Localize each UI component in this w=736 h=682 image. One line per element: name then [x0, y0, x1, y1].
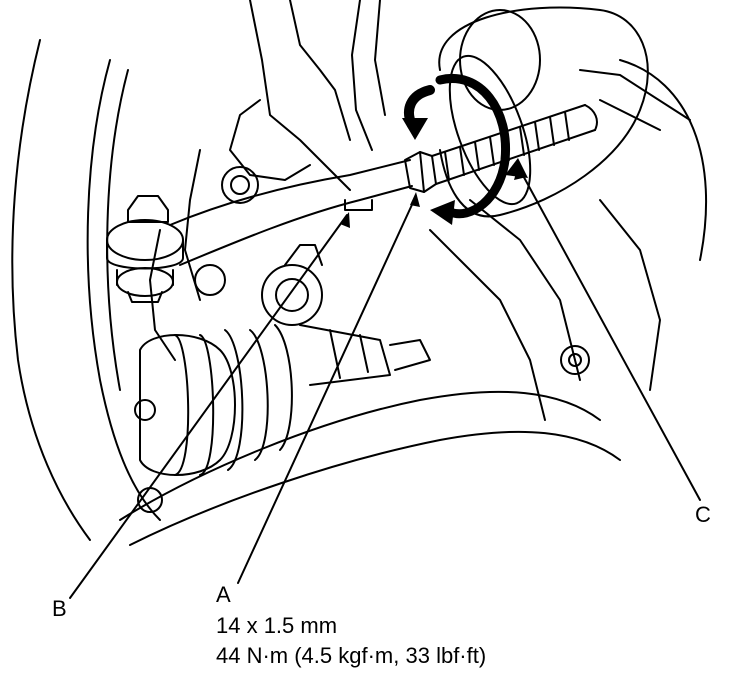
rotation-arrows [402, 74, 528, 225]
tie-rod-end-ball-joint [106, 159, 413, 303]
thread-spec-text: 14 x 1.5 mm [216, 613, 338, 638]
callout-label-b: B [52, 596, 67, 621]
steering-rack-boot [438, 6, 691, 218]
steering-knuckle [149, 0, 386, 361]
leader-line-c [519, 169, 701, 501]
lower-control-arm [119, 59, 707, 546]
torque-spec-text: 44 N·m (4.5 kgf·m, 33 lbf·ft) [216, 643, 487, 668]
callout-label-c: C [695, 502, 711, 527]
leader-line-a [237, 195, 417, 584]
leader-lines [69, 166, 701, 599]
leader-line-b [69, 214, 348, 599]
tire-outline [11, 39, 161, 541]
callout-label-a: A [216, 582, 231, 607]
driveshaft-cv-boot [139, 324, 431, 476]
